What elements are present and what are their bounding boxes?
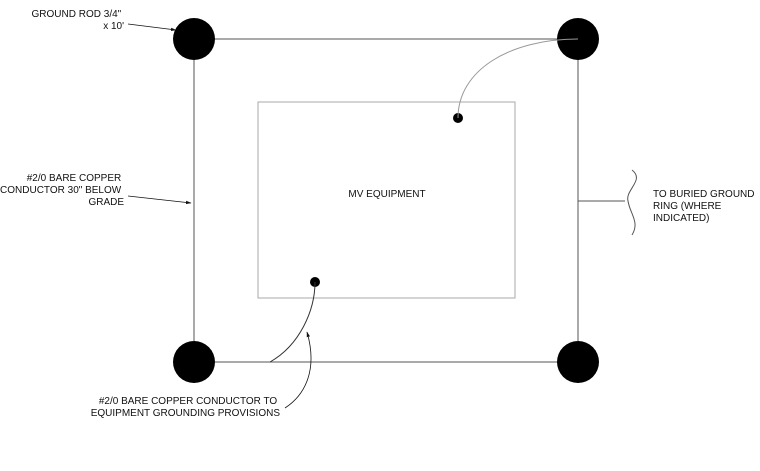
- equipment-conductor-label-line-2: EQUIPMENT GROUNDING PROVISIONS: [91, 408, 281, 419]
- buried-ring-label-line-2: RING (WHERE: [653, 201, 722, 212]
- conductor-label-line-2: CONDUCTOR 30" BELOW: [0, 185, 122, 196]
- buried-ring-label-line-3: INDICATED): [653, 213, 709, 224]
- equipment-conductor-leader: [284, 331, 312, 409]
- ground-grid-conductor: [193, 38, 579, 363]
- ground-rod-top-left: [173, 18, 215, 60]
- equipment-conductor-label: #2/0 BARE COPPER CONDUCTOR TO EQUIPMENT …: [91, 396, 281, 419]
- break-symbol: [627, 169, 637, 236]
- equipment-label: MV EQUIPMENT: [348, 189, 425, 200]
- buried-ring-label-line-1: TO BURIED GROUND: [653, 189, 755, 200]
- equipment-conductor-label-line-1: #2/0 BARE COPPER CONDUCTOR TO: [99, 396, 278, 407]
- ground-rod-bottom-left: [173, 341, 215, 383]
- ground-rod-label: GROUND ROD 3/4" x 10': [32, 9, 125, 32]
- equipment-conductor-bottom: [269, 281, 316, 363]
- conductor-leader: [127, 195, 192, 205]
- buried-ring-label: TO BURIED GROUND RING (WHERE INDICATED): [653, 189, 757, 224]
- ground-rod-bottom-right: [557, 341, 599, 383]
- ground-rod-leader: [127, 23, 177, 32]
- conductor-label-line-1: #2/0 BARE COPPER: [27, 173, 121, 184]
- equipment-conductor-top: [457, 38, 579, 119]
- ground-rod-label-line-1: GROUND ROD 3/4": [32, 9, 122, 20]
- ground-rod-label-line-2: x 10': [103, 21, 124, 32]
- conductor-label: #2/0 BARE COPPER CONDUCTOR 30" BELOW GRA…: [0, 173, 124, 208]
- conductor-label-line-3: GRADE: [88, 197, 124, 208]
- mv-equipment-box: [257, 101, 516, 299]
